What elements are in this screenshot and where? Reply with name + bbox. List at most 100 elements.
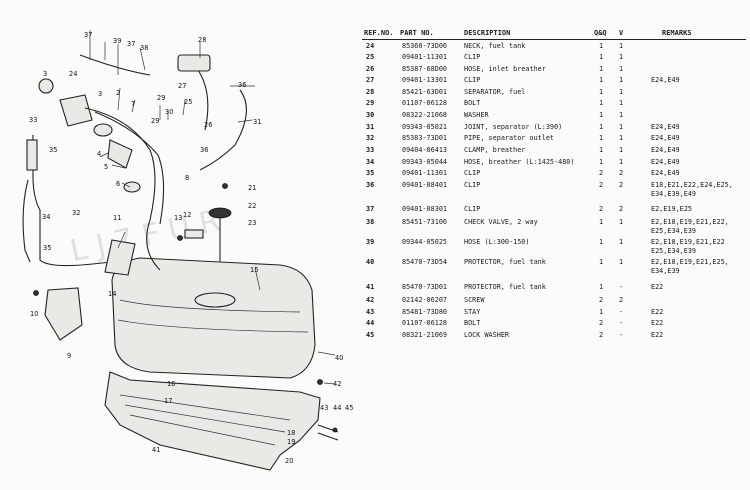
cell-ref: 36: [366, 181, 375, 189]
joint-hose-31: [199, 89, 247, 171]
cell-ref: 24: [366, 42, 375, 50]
svg-text:19: 19: [287, 438, 295, 446]
cell-desc: CLIP: [464, 169, 481, 177]
fuel-separator: [177, 54, 211, 72]
cell-qty: 2: [599, 169, 604, 177]
cell-part: 09343-05021: [402, 123, 448, 131]
cell-qty: 1: [599, 123, 604, 131]
cell-desc: CLAMP, breather: [464, 146, 526, 154]
svg-text:45: 45: [345, 404, 353, 412]
fuel-cap: [38, 78, 54, 94]
cell-desc: CLIP: [464, 205, 481, 213]
cell-qty: 2: [599, 296, 604, 304]
cell-qty: 1: [599, 308, 604, 316]
filler-neck: [59, 94, 93, 127]
cell-ref: 35: [366, 169, 375, 177]
svg-text:42: 42: [333, 380, 341, 388]
cell-part: 85451-73100: [402, 218, 448, 226]
cell-v: 1: [619, 111, 624, 119]
svg-text:12: 12: [183, 211, 191, 219]
svg-text:25: 25: [184, 98, 192, 106]
cell-desc: SCREW: [464, 296, 485, 304]
cell-desc: JOINT, separator (L:390): [464, 123, 563, 131]
cell-qty: 2: [599, 205, 604, 213]
fuel-tank: [111, 257, 316, 379]
cell-qty: 1: [599, 238, 604, 246]
svg-text:21: 21: [248, 184, 256, 192]
cell-ref: 26: [366, 65, 375, 73]
cell-qty: 1: [599, 53, 604, 61]
cell-part: 09401-08401: [402, 181, 448, 189]
bolt-13: [177, 235, 183, 241]
cell-part: 85481-73D80: [402, 308, 448, 316]
svg-text:5: 5: [104, 163, 108, 171]
cell-ref: 32: [366, 134, 375, 142]
breather-hose-32: [22, 179, 31, 263]
cell-desc: HOSE, breather (L:1425-480): [464, 158, 575, 166]
cell-remarks: E24,E49: [651, 76, 680, 84]
bolt-21: [222, 183, 228, 189]
diagram-svg: L J 7 F U R 37 39 37 38 28 36 24 3 3 2 7…: [22, 30, 353, 471]
svg-text:14: 14: [108, 290, 116, 298]
bracket-9: [44, 287, 83, 341]
svg-text:29: 29: [151, 117, 159, 125]
svg-text:6: 6: [116, 180, 120, 188]
svg-text:20: 20: [285, 457, 293, 465]
svg-text:37: 37: [127, 40, 135, 48]
svg-text:18: 18: [287, 429, 295, 437]
cell-part: 09401-13301: [402, 76, 448, 84]
cell-part: 02142-06207: [402, 296, 448, 304]
svg-text:44: 44: [333, 404, 341, 412]
cell-desc: BOLT: [464, 99, 481, 107]
cell-qty: 1: [599, 88, 604, 96]
svg-text:3: 3: [43, 70, 47, 78]
cell-ref: 25: [366, 53, 375, 61]
cell-desc: CLIP: [464, 76, 481, 84]
svg-text:9: 9: [67, 352, 71, 360]
svg-text:7: 7: [131, 100, 135, 108]
svg-text:22: 22: [248, 202, 256, 210]
cell-qty: 1: [599, 134, 604, 142]
svg-text:15: 15: [250, 266, 258, 274]
cell-desc: CLIP: [464, 53, 481, 61]
header-remarks: REMARKS: [662, 29, 692, 37]
cell-desc: HOSE, inlet breather: [464, 65, 546, 73]
bolt-10: [33, 290, 39, 296]
cell-ref: 45: [366, 331, 375, 339]
cell-ref: 34: [366, 158, 375, 166]
header-desc: DESCRIPTION: [464, 29, 511, 37]
protector-tray: [104, 371, 321, 471]
cell-v: -: [619, 331, 624, 339]
svg-text:43: 43: [320, 404, 328, 412]
exploded-parts-diagram: L J 7 F U R 37 39 37 38 28 36 24 3 3 2 7…: [0, 0, 355, 490]
cell-remarks: E24,E49: [651, 134, 680, 142]
cell-remarks: E22: [651, 283, 664, 291]
cell-ref: 40: [366, 258, 375, 266]
hose-part-5: [107, 139, 133, 169]
tank-pump-flange: [194, 292, 236, 308]
screw-42: [317, 379, 323, 385]
cell-remarks: E2,E18,E19,E21,E25, E34,E39: [651, 258, 729, 275]
svg-text:16: 16: [167, 380, 175, 388]
svg-text:41: 41: [152, 446, 160, 454]
cell-ref: 30: [366, 111, 375, 119]
cell-remarks: E2,E18,E19,E21,E22, E25,E34,E39: [651, 218, 729, 235]
cell-desc: PIPE, separator outlet: [464, 134, 555, 142]
cell-v: 2: [619, 205, 624, 213]
cell-ref: 42: [366, 296, 375, 304]
clip-ring-6: [123, 181, 141, 193]
filler-pipe: [84, 107, 161, 271]
header-qty: Q&Q: [594, 29, 607, 37]
cell-remarks: E24,E49: [651, 123, 680, 131]
svg-text:34: 34: [42, 213, 50, 221]
cell-part: 08321-21069: [402, 331, 448, 339]
cell-ref: 27: [366, 76, 375, 84]
svg-text:28: 28: [198, 36, 206, 44]
cell-part: 85387-68D00: [402, 65, 448, 73]
svg-text:29: 29: [157, 94, 165, 102]
svg-text:37: 37: [84, 31, 92, 39]
protector-ribs: [119, 394, 291, 446]
parts-table: REF.NO. PART NO. DESCRIPTION Q&Q V REMAR…: [362, 26, 746, 339]
cell-ref: 31: [366, 123, 375, 131]
svg-text:35: 35: [43, 244, 51, 252]
